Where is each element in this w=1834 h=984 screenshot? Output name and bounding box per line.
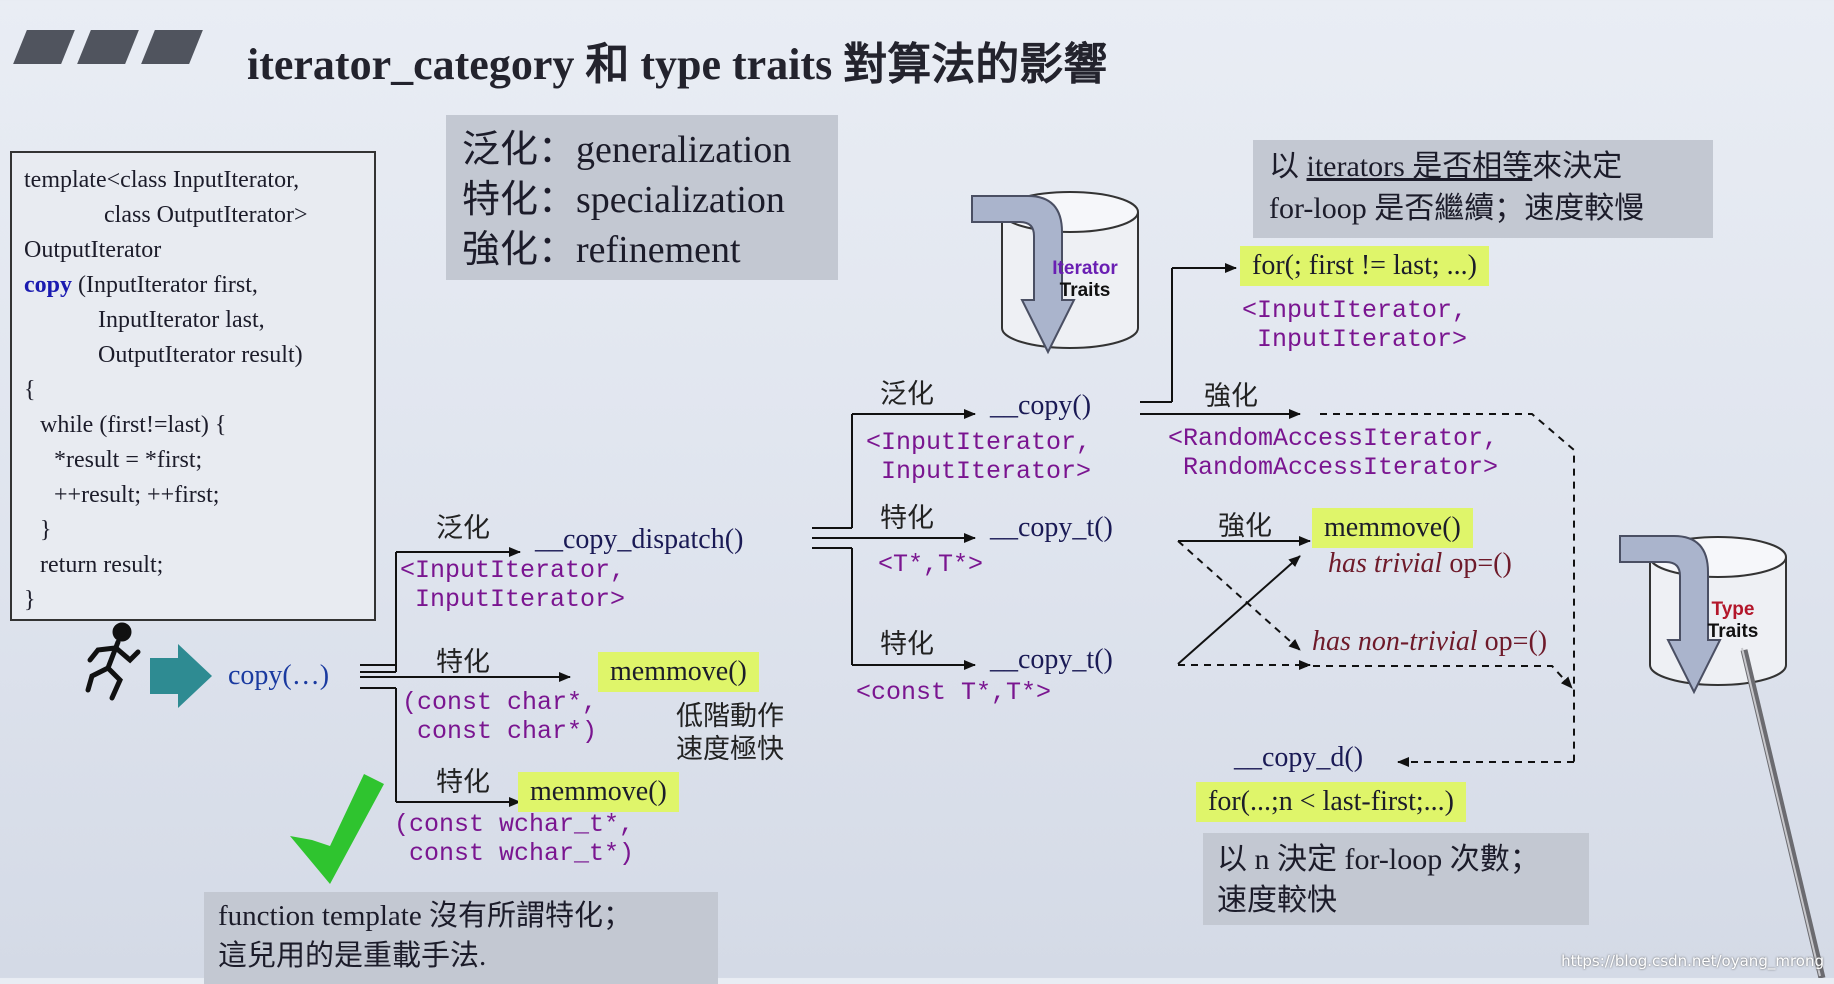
label-specialization-2: 特化	[436, 767, 490, 797]
random-access-params: <RandomAccessIterator, RandomAccessItera…	[1168, 424, 1499, 482]
copy-t-node-1-params: <T*,T*>	[878, 550, 984, 579]
slide-title: iterator_category 和 type traits 對算法的影響	[247, 40, 1108, 89]
running-man-icon	[85, 622, 141, 701]
for-loop-inequality-params: <InputIterator, InputIterator>	[1242, 296, 1468, 354]
legend-refinement: 強化：refinement	[462, 229, 741, 271]
green-check-icon	[290, 774, 384, 884]
iterator-equality-note: 以 iterators 是否相等來決定 for-loop 是否繼續；速度較慢	[1253, 140, 1713, 238]
overload-note: function template 沒有所謂特化； 這兒用的是重載手法.	[204, 892, 718, 984]
label-generalization-2: 泛化	[880, 379, 934, 409]
teal-arrow-icon	[150, 644, 212, 708]
n-loop-note: 以 n 決定 for-loop 次數； 速度較快	[1203, 833, 1589, 925]
type-traits-cylinder-icon	[1619, 535, 1787, 695]
memmove-trivial-node: memmove()	[1312, 508, 1473, 548]
has-nontrivial-label: has non-trivial op=()	[1312, 626, 1548, 657]
copy-dispatch-node: __copy_dispatch()	[535, 524, 744, 555]
copy-t-node-1: __copy_t()	[990, 512, 1113, 543]
copy-keyword: copy	[24, 272, 72, 298]
legend-box: 泛化：generalization 特化：specialization 強化：r…	[446, 115, 838, 280]
label-generalization-1: 泛化	[436, 513, 490, 543]
copy-t-node-2: __copy_t()	[990, 644, 1113, 675]
wchar-params: (const wchar_t*, const wchar_t*)	[394, 810, 635, 868]
iterator-traits-cylinder-icon	[971, 191, 1139, 355]
iterator-traits-label: Iterator Traits	[1052, 258, 1118, 301]
label-refinement-1: 強化	[1204, 381, 1258, 411]
copy-d-node: __copy_d()	[1234, 742, 1364, 773]
label-specialization-3: 特化	[880, 503, 934, 533]
for-loop-inequality-node: for(; first != last; ...)	[1240, 246, 1489, 286]
memmove-wchar-node: memmove()	[518, 772, 679, 812]
char-params: (const char*, const char*)	[402, 688, 598, 746]
label-refinement-2: 強化	[1218, 511, 1272, 541]
copy-dispatch-params: <InputIterator, InputIterator>	[400, 556, 626, 614]
copy-node-params: <InputIterator, InputIterator>	[866, 428, 1092, 486]
copy-node: __copy()	[990, 390, 1092, 421]
low-level-note: 低階動作 速度極快	[676, 701, 784, 764]
label-specialization-1: 特化	[436, 647, 490, 677]
copy-source-code-box: template<class InputIterator, class Outp…	[10, 151, 376, 621]
copy-call: copy(…)	[228, 660, 330, 691]
pointer-stick	[1740, 649, 1826, 978]
for-loop-count-node: for(...;n < last-first;...)	[1196, 782, 1466, 822]
type-traits-label: Type Traits	[1707, 599, 1759, 642]
legend-specialization: 特化：specialization	[462, 179, 785, 221]
memmove-char-node: memmove()	[598, 652, 759, 692]
has-trivial-label: has trivial op=()	[1328, 548, 1512, 579]
label-specialization-4: 特化	[880, 629, 934, 659]
watermark: https://blog.csdn.net/oyang_mrong	[1561, 952, 1824, 970]
copy-t-node-2-params: <const T*,T*>	[856, 678, 1052, 707]
legend-generalization: 泛化：generalization	[462, 129, 792, 171]
